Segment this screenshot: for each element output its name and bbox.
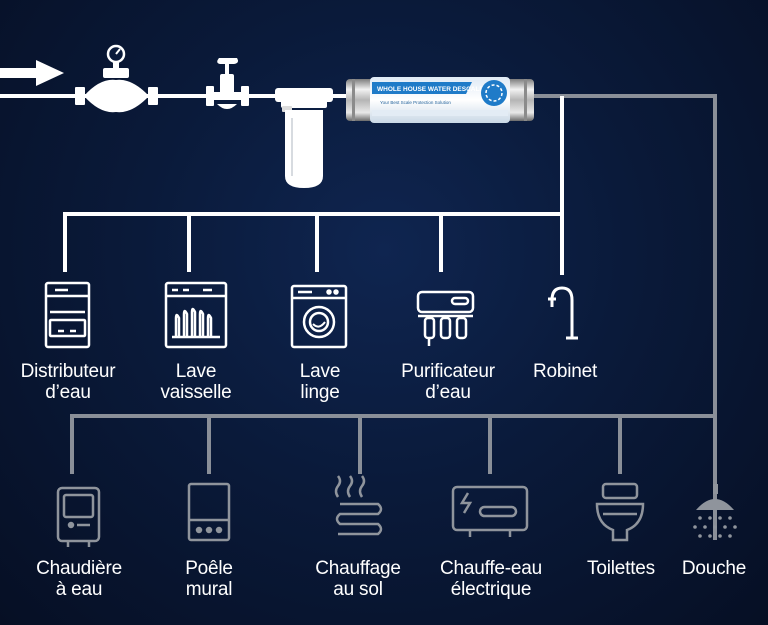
toilet-icon xyxy=(595,482,645,542)
water-dispenser-icon xyxy=(44,281,91,349)
sediment-filter-icon xyxy=(275,88,333,188)
dishwasher-icon xyxy=(164,281,228,349)
label-water-boiler: Chaudière à eau xyxy=(36,558,122,600)
electric-water-heater-icon xyxy=(451,485,529,537)
label-wall-stove: Poêle mural xyxy=(185,558,233,600)
floor-heating-icon xyxy=(334,475,383,536)
water-boiler-icon xyxy=(56,486,101,547)
grey-pipe-network xyxy=(70,94,717,540)
descaler-subtitle: Your Best Scale Protection Solution xyxy=(380,100,451,105)
inlet-arrow-icon xyxy=(0,60,64,86)
valve-icon xyxy=(206,58,249,109)
water-descaler-device: WHOLE HOUSE WATER DESCALER Your Best Sca… xyxy=(346,77,534,123)
label-faucet: Robinet xyxy=(532,361,598,382)
water-meter-icon xyxy=(75,44,158,113)
white-pipe-network xyxy=(0,94,564,275)
label-shower: Douche xyxy=(681,558,747,579)
wall-stove-icon xyxy=(187,482,231,542)
faucet-icon xyxy=(548,286,578,340)
label-floor-heating: Chauffage au sol xyxy=(315,558,401,600)
label-washing-machine: Lave linge xyxy=(299,361,341,403)
descaler-title: WHOLE HOUSE WATER DESCALER xyxy=(377,86,489,93)
label-dishwasher: Lave vaisselle xyxy=(160,361,232,403)
label-toilet: Toilettes xyxy=(587,558,655,579)
washing-machine-icon xyxy=(290,284,348,349)
shower-icon xyxy=(693,484,737,538)
water-purifier-icon xyxy=(416,290,475,346)
label-water-purifier: Purificateur d’eau xyxy=(401,361,495,403)
label-water-dispenser: Distributeur d’eau xyxy=(20,361,116,403)
label-electric-water-heater: Chauffe-eau électrique xyxy=(439,558,543,600)
